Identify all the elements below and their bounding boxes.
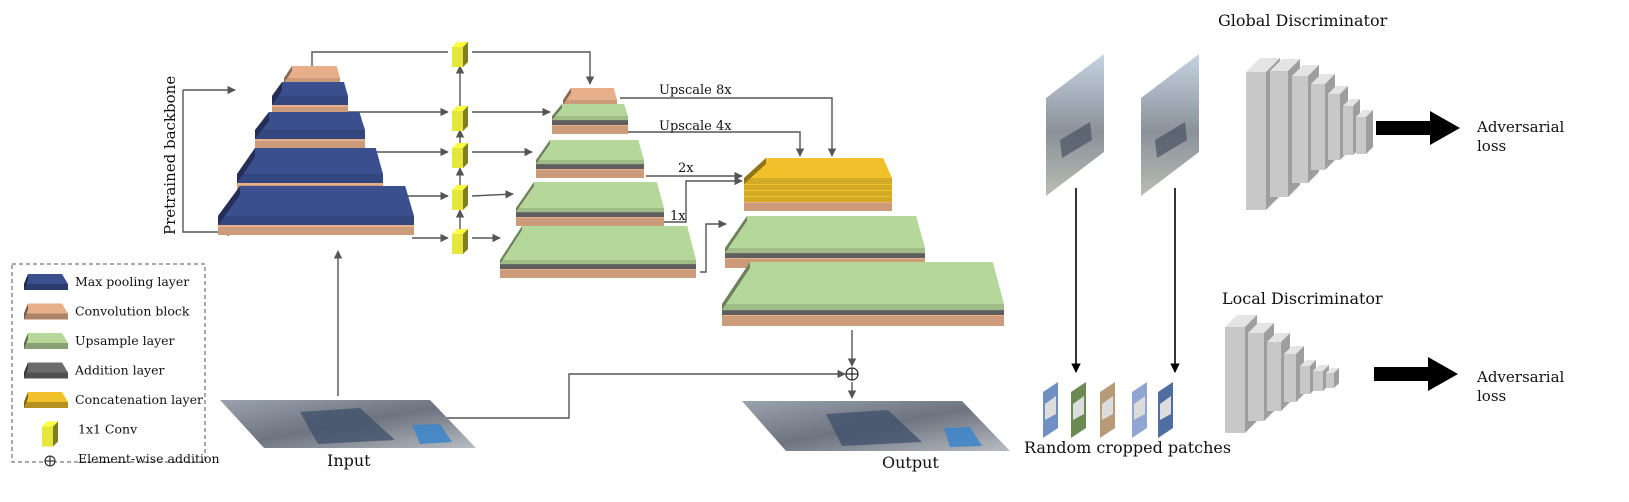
conv1x1-cube-3 bbox=[452, 185, 468, 210]
scale2-label: 2x bbox=[678, 161, 694, 176]
decoder-addition-2 bbox=[536, 164, 644, 169]
input-image bbox=[220, 400, 476, 448]
upscale8-label: Upscale 8x bbox=[659, 83, 732, 98]
concat-slab-icon bbox=[24, 392, 68, 408]
patch-3 bbox=[1132, 382, 1147, 438]
decoder-conv-3 bbox=[516, 217, 664, 226]
conv1x1-cube-4 bbox=[452, 229, 468, 254]
concat-layer-3 bbox=[744, 190, 892, 196]
encoder-maxpool-2 bbox=[255, 112, 365, 139]
global-adversarial-loss-line2: loss bbox=[1477, 137, 1506, 155]
legend-item: Element-wise addition bbox=[44, 451, 220, 467]
legend-label: Max pooling layer bbox=[75, 274, 189, 289]
input-label: Input bbox=[327, 451, 371, 470]
output-image bbox=[742, 401, 1010, 451]
global-discriminator bbox=[1246, 58, 1373, 210]
fusion-conv-1 bbox=[744, 202, 892, 211]
decoder-upsample-4 bbox=[500, 226, 696, 264]
decoder-addition-1 bbox=[552, 120, 628, 125]
patch-2 bbox=[1100, 382, 1115, 438]
legend-label: Element-wise addition bbox=[78, 451, 220, 466]
scale1-label: 1x bbox=[670, 209, 686, 224]
legend-label: 1x1 Conv bbox=[78, 422, 138, 437]
decoder-upsample-3 bbox=[516, 182, 664, 212]
addition-slab-icon bbox=[24, 362, 68, 379]
decoder-upsample-1 bbox=[552, 104, 628, 120]
output-label: Output bbox=[882, 453, 939, 472]
layer-stacks bbox=[218, 66, 1004, 326]
global-adversarial-loss-line1: Adversarial bbox=[1476, 118, 1565, 136]
fusion-conv-3 bbox=[722, 315, 1004, 326]
patch-1 bbox=[1071, 382, 1086, 438]
conv1x1-cube-0 bbox=[452, 42, 468, 67]
upscale4-label: Upscale 4x bbox=[659, 119, 732, 134]
local-adversarial-loss-line1: Adversarial bbox=[1476, 368, 1565, 386]
concat-layer-2 bbox=[744, 184, 892, 190]
legend-item: Concatenation layer bbox=[24, 392, 203, 408]
encoder-conv-2 bbox=[255, 139, 365, 149]
fusion-addition-1 bbox=[725, 253, 925, 258]
element-wise-add-icon bbox=[845, 367, 859, 381]
decoder-conv-0 bbox=[563, 88, 617, 105]
legend-label: Convolution block bbox=[75, 304, 190, 319]
patch-arrows bbox=[1071, 188, 1180, 373]
conv1x1-column bbox=[452, 42, 468, 254]
pretrained-backbone-label: Pretrained backbone bbox=[161, 76, 179, 235]
local-discriminator-title: Local Discriminator bbox=[1222, 289, 1383, 308]
concat-layer-1 bbox=[744, 158, 892, 184]
fusion-upsample-2 bbox=[722, 262, 1004, 310]
legend-item: Upsample layer bbox=[24, 333, 175, 349]
decoder-addition-4 bbox=[500, 264, 696, 269]
legend-item: Convolution block bbox=[24, 303, 190, 320]
decoder-addition-3 bbox=[516, 212, 664, 217]
decoder-conv-4 bbox=[500, 269, 696, 278]
encoder-maxpool-4 bbox=[218, 186, 414, 225]
conv-slab-icon bbox=[24, 303, 68, 320]
global-loss-arrow bbox=[1376, 111, 1460, 145]
global-plate-6 bbox=[1356, 110, 1373, 154]
conv1x1-cube-icon bbox=[42, 421, 58, 447]
input-frames bbox=[1046, 54, 1199, 196]
legend-item: Addition layer bbox=[24, 362, 165, 379]
fusion-upsample-1 bbox=[725, 216, 925, 253]
decoder-conv-1 bbox=[552, 125, 628, 134]
decoder-upsample-2 bbox=[536, 140, 644, 164]
global-discriminator-title: Global Discriminator bbox=[1218, 11, 1388, 30]
element-wise-add-icon bbox=[44, 455, 56, 467]
legend-item: 1x1 Conv bbox=[42, 421, 138, 447]
random-patches-label: Random cropped patches bbox=[1024, 438, 1231, 457]
legend-label: Upsample layer bbox=[75, 333, 175, 348]
local-discriminator bbox=[1225, 315, 1339, 433]
encoder-maxpool-1 bbox=[272, 82, 348, 105]
local-plate-6 bbox=[1326, 368, 1339, 388]
legend-label: Concatenation layer bbox=[75, 392, 203, 407]
local-loss-arrow bbox=[1374, 357, 1458, 391]
concat-layer-4 bbox=[744, 196, 892, 202]
encoder-maxpool-3 bbox=[237, 148, 383, 183]
maxpool-slab-icon bbox=[24, 274, 68, 290]
encoder-conv-0 bbox=[284, 66, 340, 83]
patch-0 bbox=[1043, 382, 1058, 438]
upsample-slab-icon bbox=[24, 333, 68, 349]
fusion-addition-2 bbox=[722, 310, 1004, 315]
legend-item: Max pooling layer bbox=[24, 274, 189, 290]
decoder-conv-2 bbox=[536, 169, 644, 178]
legend-label: Addition layer bbox=[74, 363, 165, 378]
conv1x1-cube-2 bbox=[452, 143, 468, 168]
patch-4 bbox=[1158, 382, 1173, 438]
encoder-conv-4 bbox=[218, 225, 414, 235]
conv1x1-cube-1 bbox=[452, 106, 468, 131]
local-adversarial-loss-line2: loss bbox=[1477, 387, 1506, 405]
random-patches bbox=[1043, 382, 1173, 438]
